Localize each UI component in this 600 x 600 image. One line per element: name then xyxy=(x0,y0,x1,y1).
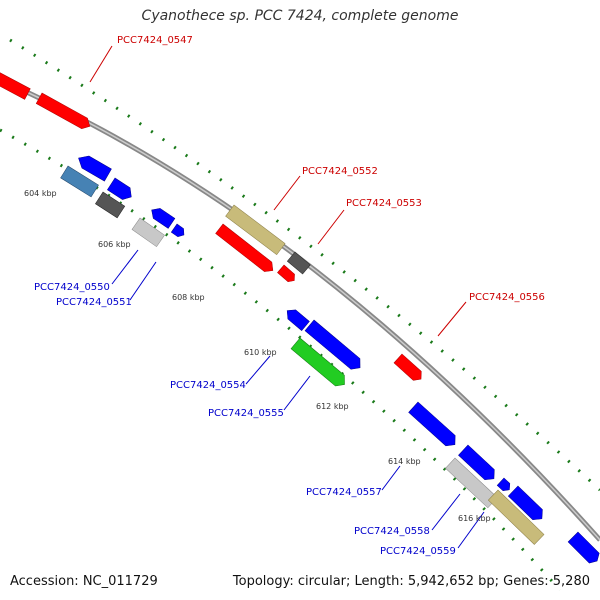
gene-arrow[interactable] xyxy=(458,444,498,484)
position-tick-label: 612 kbp xyxy=(316,402,349,411)
gene-arrow[interactable] xyxy=(215,223,277,275)
gene-arrow[interactable] xyxy=(107,177,135,203)
gene-label[interactable]: PCC7424_0553 xyxy=(346,198,422,209)
gene-arrow[interactable] xyxy=(283,306,310,331)
gene-label[interactable]: PCC7424_0555 xyxy=(208,408,284,419)
gene-arrow[interactable] xyxy=(277,264,297,284)
position-tick-label: 610 kbp xyxy=(244,348,277,357)
gene-arrow[interactable] xyxy=(445,457,498,509)
genome-summary-text: Topology: circular; Length: 5,942,652 bp… xyxy=(232,574,590,589)
gene-arrow[interactable] xyxy=(487,489,545,545)
gene-label[interactable]: PCC7424_0559 xyxy=(380,546,456,557)
gene-arrow[interactable] xyxy=(0,69,31,100)
gene-label[interactable]: PCC7424_0550 xyxy=(34,282,110,293)
gene-arrow[interactable] xyxy=(507,485,546,524)
genome-backbone-highlight xyxy=(0,79,600,541)
gene-label[interactable]: PCC7424_0551 xyxy=(56,297,132,308)
gene-label[interactable]: PCC7424_0558 xyxy=(354,526,430,537)
genome-backbone xyxy=(0,77,600,542)
gene-arrow[interactable] xyxy=(290,337,349,390)
position-tick-label: 604 kbp xyxy=(24,189,57,198)
gene-arrow[interactable] xyxy=(286,251,311,275)
gene-arrow[interactable] xyxy=(304,319,365,373)
position-tick-label: 616 kbp xyxy=(458,514,491,523)
position-tick-label: 606 kbp xyxy=(98,240,131,249)
gene-arrow[interactable] xyxy=(225,204,286,256)
gene-arrow[interactable] xyxy=(95,191,126,219)
gene-arrow[interactable] xyxy=(131,217,165,248)
gene-arrow[interactable] xyxy=(60,165,99,198)
gene-arrow[interactable] xyxy=(35,92,93,132)
position-tick-label: 614 kbp xyxy=(388,457,421,466)
gene-label[interactable]: PCC7424_0554 xyxy=(170,380,246,391)
position-tick-label: 608 kbp xyxy=(172,293,205,302)
gene-label[interactable]: PCC7424_0556 xyxy=(469,292,545,303)
gene-arrow[interactable] xyxy=(408,401,460,450)
gene-arrow[interactable] xyxy=(567,531,600,566)
gene-arrow[interactable] xyxy=(148,205,176,229)
leader-lines xyxy=(89,45,485,549)
gene-label[interactable]: PCC7424_0552 xyxy=(302,166,378,177)
gene-label[interactable]: PCC7424_0547 xyxy=(117,35,193,46)
gene-arrow[interactable] xyxy=(170,223,187,239)
map-title: Cyanothece sp. PCC 7424, complete genome xyxy=(141,8,459,24)
gene-arrow[interactable] xyxy=(75,152,112,182)
gene-label[interactable]: PCC7424_0557 xyxy=(306,487,382,498)
gene-arrow[interactable] xyxy=(393,353,425,384)
accession-text: Accession: NC_011729 xyxy=(10,574,158,589)
gene-arrow[interactable] xyxy=(496,477,513,493)
